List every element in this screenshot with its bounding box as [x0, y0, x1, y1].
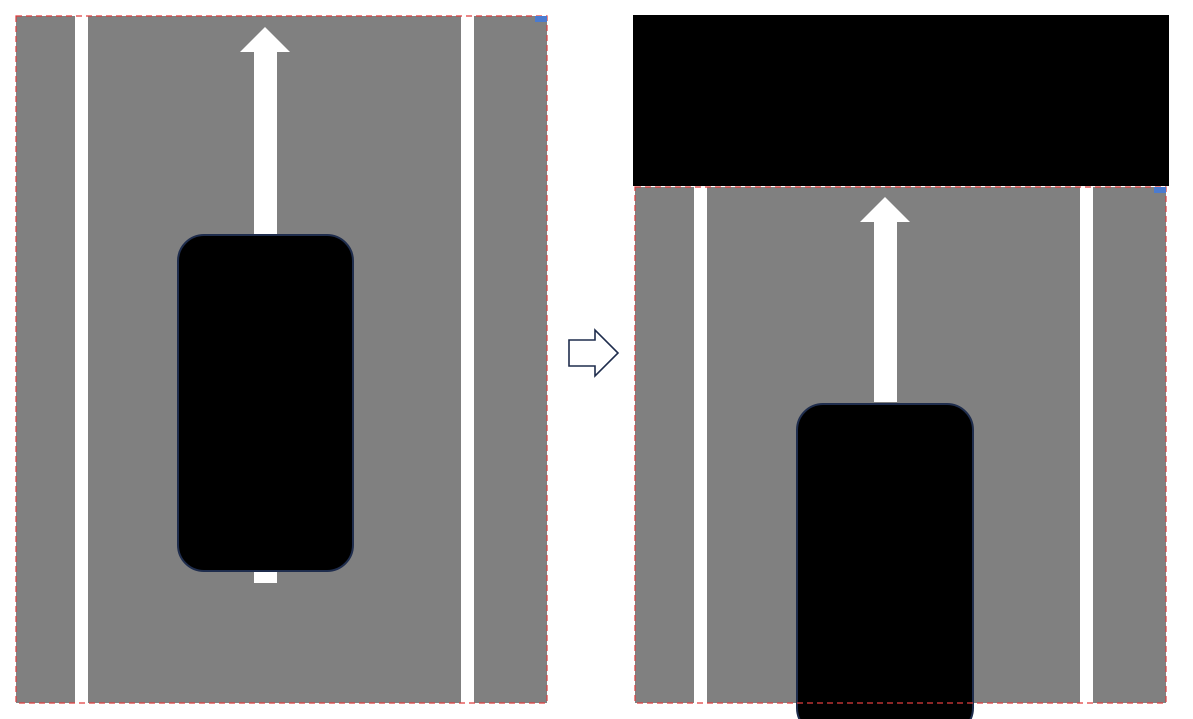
frame-border — [634, 186, 1167, 704]
lane-marking-right — [461, 16, 474, 703]
vehicle — [177, 234, 354, 572]
lane-marking-left — [75, 16, 88, 703]
lane-marking-right — [1080, 187, 1093, 703]
direction-arrow-shaft — [874, 220, 897, 402]
panel-after — [633, 15, 1169, 719]
right-arrow-outline-icon — [568, 328, 620, 378]
occlusion-block — [633, 15, 1169, 186]
transition-arrow-icon — [568, 328, 620, 378]
vehicle — [796, 403, 974, 719]
direction-arrow-head — [240, 27, 290, 52]
frame-border — [15, 15, 548, 704]
direction-arrow-head — [860, 197, 910, 222]
lane-marking-left — [694, 187, 707, 703]
panel-before — [15, 15, 548, 704]
corner-marker — [1154, 187, 1166, 193]
corner-marker — [535, 16, 547, 22]
